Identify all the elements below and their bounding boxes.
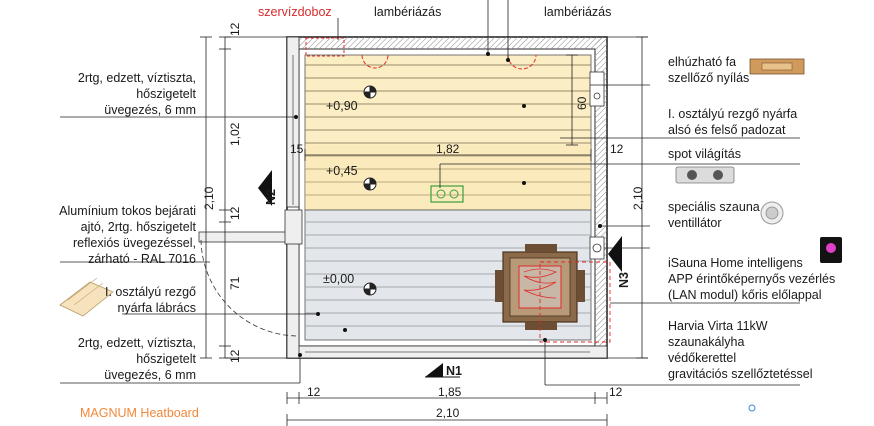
label-bench: I. osztályú rezgő nyárfa alsó és felső p… (668, 107, 798, 137)
dim-bottom-210: 2,10 (436, 406, 460, 420)
dim-left-12b: 12 (228, 206, 242, 220)
dimension-line-182 (304, 149, 592, 161)
dimension-line-left (200, 36, 287, 359)
bench-slats (305, 64, 591, 196)
label-fan: speciális szauna ventillátor (668, 200, 760, 230)
section-label-n3: N3 (617, 272, 631, 288)
vent-slider-icon (749, 58, 805, 75)
label-vent-opening: elhúzható fa szellőző nyílás (668, 55, 750, 85)
dim-left-15: 15 (290, 142, 304, 156)
level-marker-top-bench (363, 85, 377, 99)
label-glazing-bottom: 2rtg, edzett, víztiszta, hőszigetelt üve… (77, 336, 196, 382)
dim-left-12a: 12 (228, 22, 242, 36)
section-marker-n3-icon (608, 236, 622, 272)
entrance-door-leaf (198, 231, 300, 243)
heater-safety-zone (539, 261, 611, 343)
foot-grate-icon (59, 277, 114, 317)
spotlight-fixture-icon (675, 166, 735, 184)
dim-right-12: 12 (610, 142, 624, 156)
label-foot-grate: I. osztályú rezgő nyárfa lábrács (104, 285, 196, 315)
wall-left-lower (286, 239, 300, 359)
label-paneling-1: lambériázás (374, 5, 442, 19)
dim-inner-182: 1,82 (436, 142, 460, 156)
label-glazing-top: 2rtg, edzett, víztiszta, hőszigetelt üve… (77, 71, 196, 117)
dim-left-102: 1,02 (228, 122, 242, 146)
dimension-line-60 (566, 54, 578, 146)
section-marker-n1-icon (425, 363, 443, 377)
dim-left-71: 71 (228, 276, 242, 290)
wall-right (595, 37, 607, 358)
label-spotlight: spot világítás (668, 147, 741, 161)
wall-top (287, 37, 607, 49)
leader-dots (294, 52, 602, 357)
door-frame (284, 209, 303, 245)
spotlight-symbol-icon (430, 185, 464, 203)
dim-right-210: 2,10 (631, 186, 645, 210)
service-box-outline (305, 37, 345, 57)
vent-opening-slot (589, 71, 605, 107)
label-magnum-heatboard: MAGNUM Heatboard (80, 406, 199, 420)
section-label-n1: N1 (446, 364, 462, 378)
dim-left-210: 2,10 (202, 186, 216, 210)
dim-bottom-12b: 12 (609, 385, 623, 399)
fan-slot (589, 236, 605, 260)
level-floor: ±0,00 (323, 272, 355, 286)
info-icon (748, 404, 756, 412)
section-marker-n2-icon (258, 170, 272, 206)
dim-inner-60: 60 (575, 96, 589, 110)
label-heater: Harvia Virta 11kW szaunakályha védőkeret… (668, 319, 813, 381)
sauna-fan-icon (760, 201, 784, 225)
dimension-line-right (607, 36, 648, 359)
level-marker-middle-bench (363, 177, 377, 191)
section-label-n2: N2 (264, 189, 278, 205)
level-top-bench: +0,90 (326, 99, 358, 113)
bench-area (304, 54, 592, 211)
fan-symbol-icon (592, 243, 602, 253)
dimension-line-bottom (286, 392, 608, 426)
label-entrance-door: Alumínium tokos bejárati ajtó, 2rtg. hős… (59, 204, 196, 266)
leader-lines-top (337, 0, 509, 60)
level-marker-floor (363, 282, 377, 296)
leader-lines-left (60, 116, 318, 384)
dim-left-12c: 12 (228, 349, 242, 363)
dim-bottom-12a: 12 (307, 385, 321, 399)
door-swing-arc (200, 239, 298, 337)
label-service-box: szervízdoboz (258, 5, 332, 19)
label-controller: iSauna Home intelligens APP érintőképern… (668, 256, 836, 302)
controller-panel-icon (820, 237, 842, 263)
dim-bottom-185: 1,85 (438, 385, 462, 399)
level-middle-bench: +0,45 (326, 164, 358, 178)
label-paneling-2: lambériázás (544, 5, 612, 19)
